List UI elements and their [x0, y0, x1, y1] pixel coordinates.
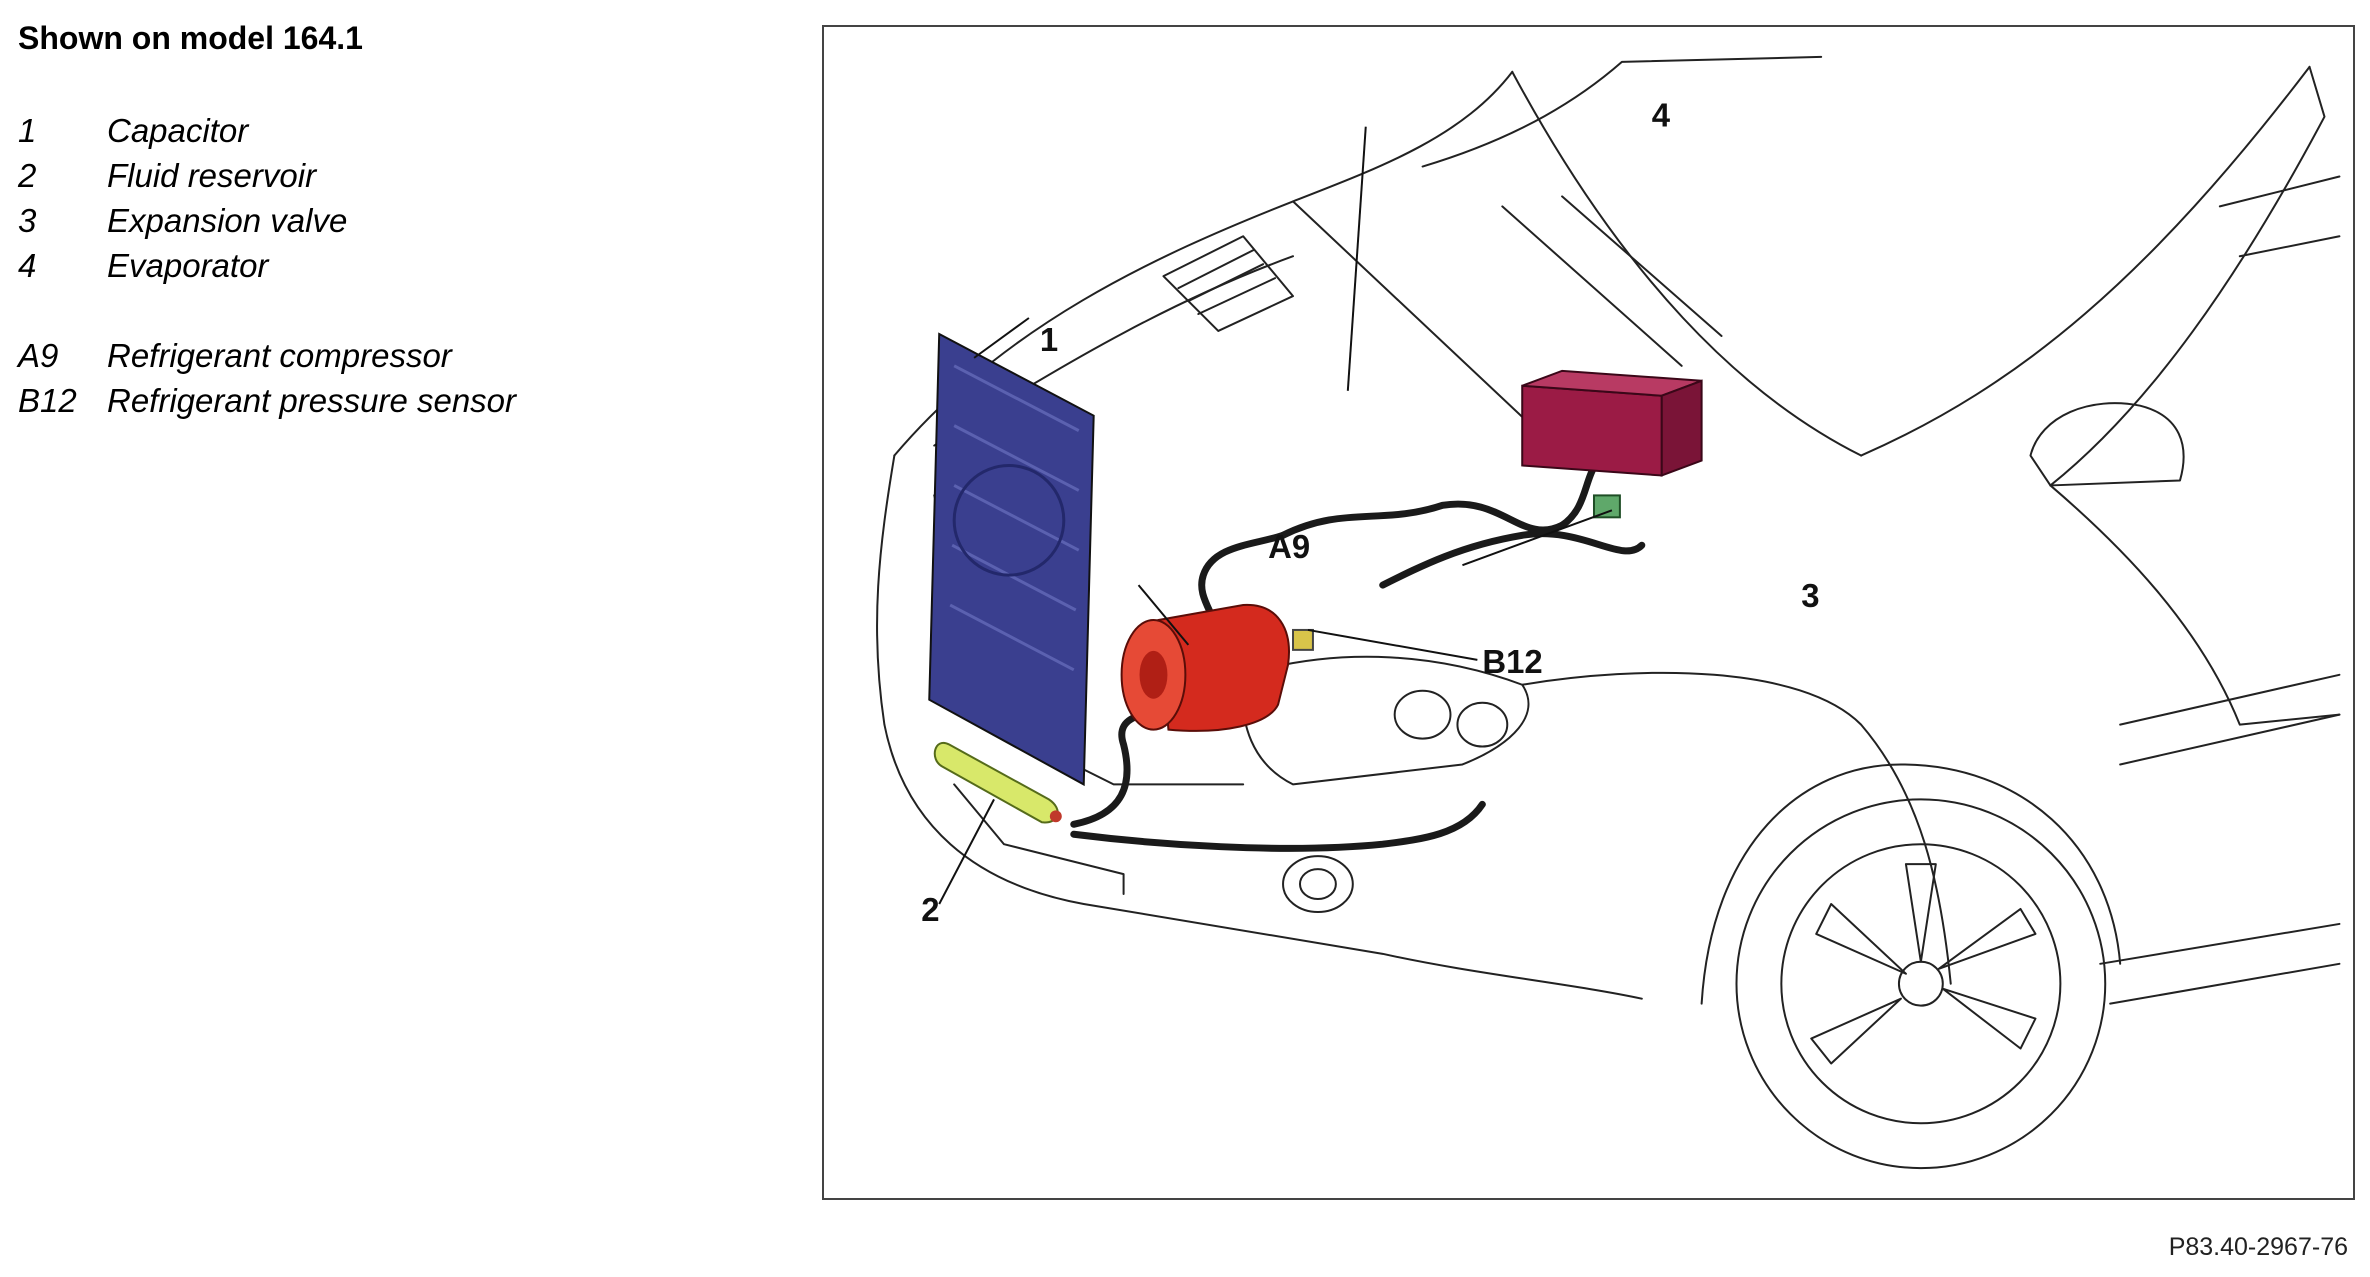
refrigerant-line — [1279, 500, 1566, 539]
rim — [1780, 843, 2062, 1125]
legend-description: Refrigerant compressor — [107, 337, 452, 374]
fog-lamp-inner — [1298, 868, 1337, 901]
a-pillar-left — [1511, 70, 1863, 457]
license-plate-area — [953, 783, 1125, 896]
windshield-base — [1421, 55, 1823, 168]
legend-item: 1 Capacitor — [18, 108, 516, 153]
hood-vent-slats — [1177, 249, 1277, 316]
legend-item: 4 Evaporator — [18, 243, 516, 288]
legend-item: 3 Expansion valve — [18, 198, 516, 243]
legend-code: A9 — [18, 337, 59, 374]
rocker-panel — [2099, 922, 2341, 1005]
legend-code: 2 — [18, 157, 37, 194]
wheel-hub — [1897, 960, 1944, 1007]
callout-3: 3 — [1801, 577, 1819, 614]
legend-list: 1 Capacitor 2 Fluid reservoir 3 Expansio… — [18, 108, 516, 423]
wiper-blades — [1501, 195, 1723, 367]
body-side-molding — [2119, 673, 2341, 766]
car-ac-diagram: 1 2 3 4 A9 B12 — [876, 55, 2341, 1170]
headlamp-lens — [1393, 689, 1452, 740]
evaporator-component — [1521, 369, 1703, 477]
diagram-frame: 1 2 3 4 A9 B12 — [822, 25, 2355, 1200]
fog-lamp — [1282, 855, 1354, 913]
compressor-clutch-hub — [1139, 650, 1168, 699]
legend-description: Expansion valve — [107, 202, 348, 239]
windshield-right — [1860, 65, 2311, 457]
refrigerant-line — [1070, 800, 1486, 852]
legend-description: Evaporator — [107, 247, 269, 284]
callout-1: 1 — [1040, 321, 1058, 358]
fluid-reservoir-component — [933, 741, 1062, 824]
wheel-arch — [1700, 763, 2122, 1005]
front-fender — [1521, 671, 1952, 985]
compressor-body — [1157, 604, 1290, 732]
pressure-sensor — [1292, 628, 1314, 651]
leader-line — [1137, 584, 1190, 646]
compressor-component — [1120, 604, 1290, 732]
roof-rail — [2218, 175, 2341, 258]
headlamp — [1241, 655, 1530, 786]
front-door-line — [2049, 484, 2341, 726]
legend-description: Fluid reservoir — [107, 157, 317, 194]
legend-description: Refrigerant pressure sensor — [107, 382, 517, 419]
refrigerant-line — [1379, 530, 1646, 589]
legend-item: 2 Fluid reservoir — [18, 153, 516, 198]
capacitor-component — [928, 332, 1095, 787]
front-bumper — [876, 454, 1643, 1000]
leader-line — [1346, 126, 1367, 391]
tire — [1735, 798, 2107, 1170]
legend-code: 1 — [18, 112, 37, 149]
callout-2: 2 — [921, 891, 939, 928]
leader-line — [1307, 628, 1478, 661]
page-title: Shown on model 164.1 — [18, 20, 363, 56]
leader-line — [973, 317, 1030, 359]
leader-lines — [938, 126, 1613, 905]
legend-item: A9 Refrigerant compressor — [18, 333, 516, 378]
capacitor-fins — [949, 364, 1080, 672]
legend-code: 4 — [18, 247, 37, 284]
legend-description: Capacitor — [107, 112, 249, 149]
leader-line — [1462, 509, 1613, 567]
legend-code: 3 — [18, 202, 37, 239]
hood-center-crease — [1292, 200, 1544, 437]
callout-a9: A9 — [1268, 528, 1310, 565]
capacitor-panel — [928, 332, 1095, 787]
legend-code: B12 — [18, 382, 77, 419]
fluid-reservoir-cylinder — [933, 741, 1059, 824]
headlamp-lens — [1456, 701, 1509, 748]
car-outline — [876, 55, 2341, 1170]
evaporator-box — [1521, 384, 1663, 477]
mercedes-star-icon — [952, 464, 1066, 577]
figure-reference-code: P83.40-2967-76 — [2168, 1233, 2348, 1261]
hood-vent — [1162, 235, 1295, 332]
reservoir-fitting — [1049, 810, 1062, 823]
leader-line — [938, 798, 995, 905]
evaporator-side — [1660, 379, 1703, 477]
a-pillar-right — [2049, 65, 2326, 487]
callout-4: 4 — [1652, 97, 1671, 134]
callout-b12: B12 — [1482, 643, 1542, 680]
wheel-spokes — [1810, 863, 2037, 1065]
side-mirror — [2029, 402, 2185, 487]
legend-item: B12 Refrigerant pressure sensor — [18, 378, 516, 423]
hood-left-edge — [893, 70, 1514, 457]
expansion-valve — [1592, 494, 1621, 519]
